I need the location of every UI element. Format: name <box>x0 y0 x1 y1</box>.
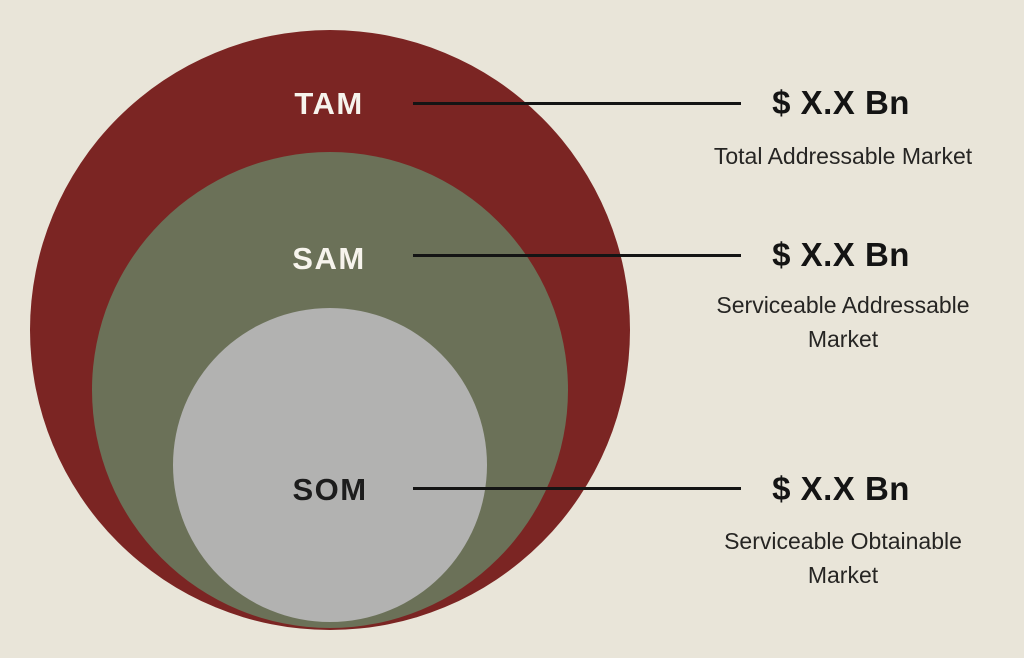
sam-value: $ X.X Bn <box>772 236 910 273</box>
sam-connector-line <box>413 254 741 257</box>
tam-description: Total Addressable Market <box>713 143 973 169</box>
tam-value: $ X.X Bn <box>772 84 910 121</box>
tam-label: TAM <box>294 86 364 121</box>
sam-description: Serviceable Addressable Market <box>716 292 970 352</box>
tam-connector-line <box>413 102 741 105</box>
som-value: $ X.X Bn <box>772 470 910 507</box>
som-connector-line <box>413 487 741 490</box>
som-label: SOM <box>292 472 368 507</box>
sam-label: SAM <box>292 241 366 276</box>
som-description: Serviceable Obtainable Market <box>724 528 962 588</box>
som-circle <box>173 308 487 622</box>
